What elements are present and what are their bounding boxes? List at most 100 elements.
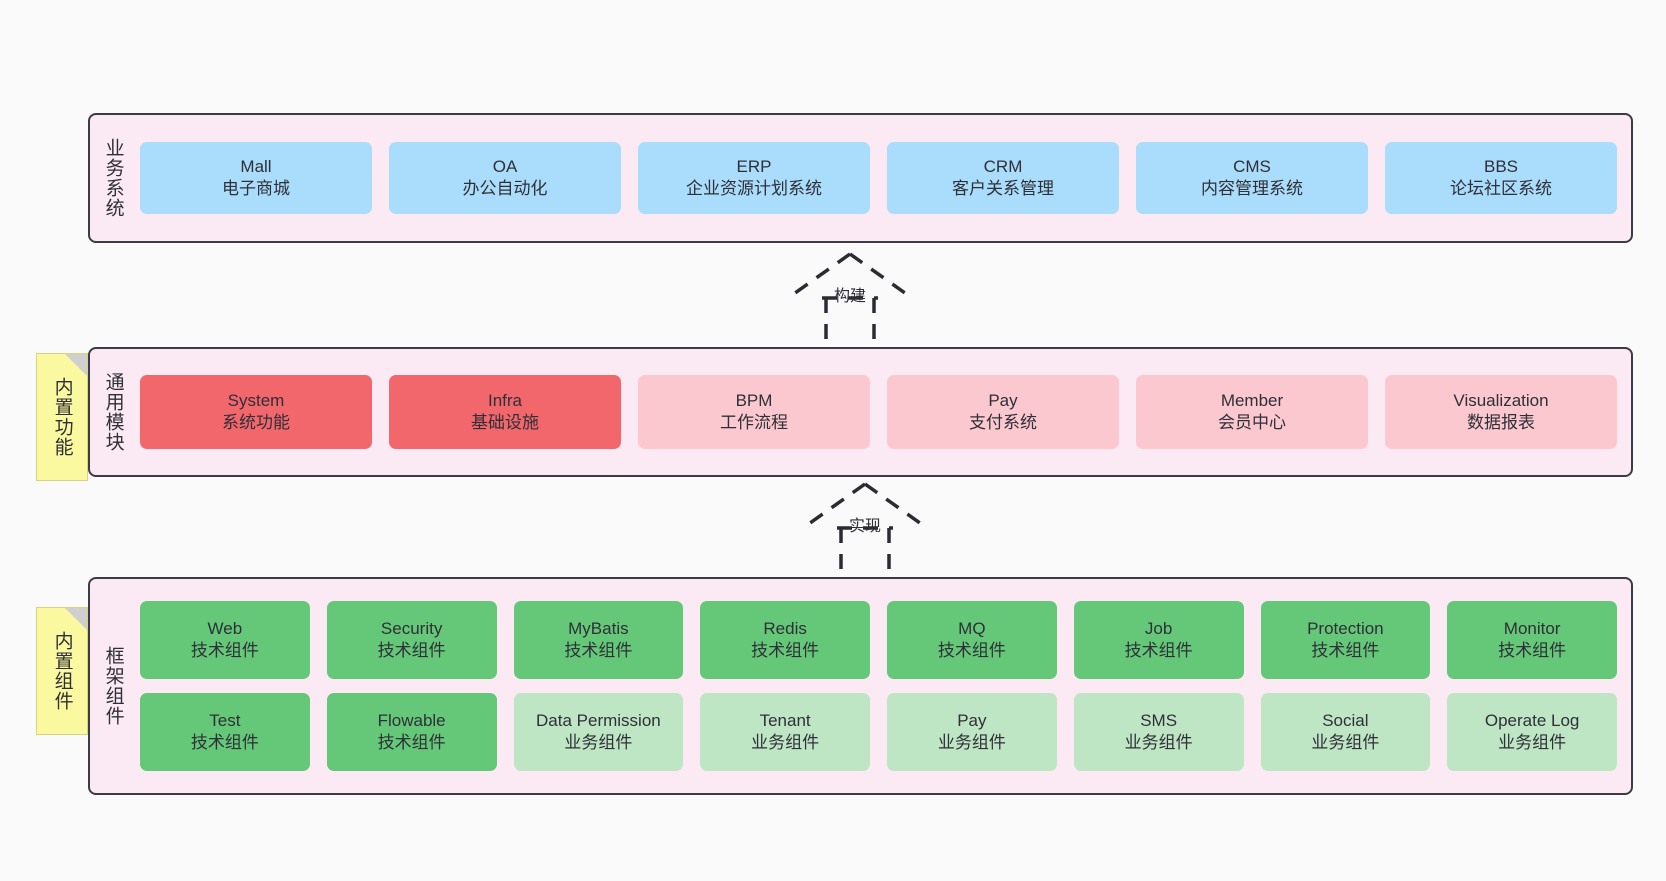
card-title: Test [209, 711, 241, 731]
card-monitor[interactable]: Monitor 技术组件 [1447, 601, 1617, 679]
card-sms[interactable]: SMS 业务组件 [1073, 693, 1244, 771]
card-subtitle: 技术组件 [1498, 641, 1567, 660]
arrow-head-lines [801, 482, 929, 530]
card-bbs[interactable]: BBS 论坛社区系统 [1385, 142, 1617, 214]
card-title: Social [1322, 711, 1369, 731]
card-mybatis[interactable]: MyBatis 技术组件 [513, 601, 684, 679]
card-title: Infra [487, 391, 523, 411]
card-title: Web [207, 619, 243, 639]
layer-body-framework-component: Web 技术组件 Security 技术组件 MyBatis 技术组件 Redi… [136, 579, 1631, 793]
card-subtitle: 系统功能 [222, 413, 290, 432]
card-subtitle: 技术组件 [1124, 641, 1193, 660]
card-title: BBS [1483, 157, 1519, 177]
card-subtitle: 技术组件 [190, 641, 259, 660]
card-title: Operate Log [1484, 711, 1580, 731]
card-subtitle: 基础设施 [471, 413, 539, 432]
card-social[interactable]: Social 业务组件 [1260, 693, 1431, 771]
card-subtitle: 会员中心 [1218, 413, 1286, 432]
card-subtitle: 技术组件 [377, 641, 446, 660]
card-member[interactable]: Member 会员中心 [1136, 375, 1368, 449]
layer-body-business-system: Mall 电子商城 OA 办公自动化 ERP 企业资源计划系统 CRM 客户关系… [136, 115, 1631, 241]
card-visualization[interactable]: Visualization 数据报表 [1385, 375, 1617, 449]
card-title: Tenant [759, 711, 811, 731]
card-pay-business[interactable]: Pay 业务组件 [887, 693, 1057, 771]
card-subtitle: 业务组件 [751, 733, 820, 752]
card-subtitle: 办公自动化 [462, 179, 548, 198]
card-subtitle: 数据报表 [1467, 413, 1535, 432]
card-title: Pay [957, 711, 987, 731]
card-title: CMS [1233, 157, 1271, 177]
note-label: 内置组件 [51, 631, 73, 711]
card-subtitle: 工作流程 [720, 413, 788, 432]
card-title: CRM [983, 157, 1023, 177]
card-security[interactable]: Security 技术组件 [326, 601, 497, 679]
card-title: MQ [958, 619, 986, 639]
card-job[interactable]: Job 技术组件 [1073, 601, 1244, 679]
card-protection[interactable]: Protection 技术组件 [1260, 601, 1431, 679]
card-title: Redis [763, 619, 807, 639]
card-row: System 系统功能 Infra 基础设施 BPM 工作流程 Pay 支付系统… [140, 375, 1617, 449]
card-subtitle: 技术组件 [751, 641, 820, 660]
card-subtitle: 技术组件 [564, 641, 633, 660]
card-title: Monitor [1503, 619, 1561, 639]
arrow-shaft [824, 298, 876, 348]
card-title: Pay [988, 391, 1018, 411]
card-subtitle: 支付系统 [969, 413, 1037, 432]
card-title: Protection [1307, 619, 1384, 639]
arrow-shaft [839, 528, 891, 578]
card-mq[interactable]: MQ 技术组件 [887, 601, 1057, 679]
card-subtitle: 客户关系管理 [952, 179, 1054, 198]
card-title: ERP [736, 157, 772, 177]
card-title: System [227, 391, 285, 411]
card-subtitle: 业务组件 [1311, 733, 1380, 752]
layer-title-business-system: 业务系统 [102, 138, 124, 218]
card-subtitle: 企业资源计划系统 [686, 179, 822, 198]
card-infra[interactable]: Infra 基础设施 [389, 375, 621, 449]
layer-common-module: 通用模块 System 系统功能 Infra 基础设施 BPM 工作流程 Pay… [88, 347, 1633, 477]
card-mall[interactable]: Mall 电子商城 [140, 142, 372, 214]
card-pay[interactable]: Pay 支付系统 [887, 375, 1119, 449]
note-built-in-functions: 内置功能 [36, 353, 88, 481]
card-subtitle: 业务组件 [1124, 733, 1193, 752]
card-title: Security [380, 619, 443, 639]
card-subtitle: 论坛社区系统 [1450, 179, 1552, 198]
connector-build: 构建 [760, 248, 940, 352]
card-subtitle: 业务组件 [1498, 733, 1567, 752]
layer-title-framework-component: 框架组件 [102, 646, 124, 726]
card-flowable[interactable]: Flowable 技术组件 [326, 693, 497, 771]
card-tenant[interactable]: Tenant 业务组件 [700, 693, 870, 771]
card-title: Flowable [377, 711, 446, 731]
card-title: MyBatis [568, 619, 629, 639]
card-title: Member [1220, 391, 1284, 411]
card-data-permission[interactable]: Data Permission 业务组件 [513, 693, 684, 771]
card-subtitle: 内容管理系统 [1201, 179, 1303, 198]
card-title: Data Permission [536, 711, 661, 731]
card-oa[interactable]: OA 办公自动化 [389, 142, 621, 214]
card-subtitle: 技术组件 [1311, 641, 1380, 660]
connector-label-build: 构建 [833, 288, 867, 305]
card-row: Mall 电子商城 OA 办公自动化 ERP 企业资源计划系统 CRM 客户关系… [140, 142, 1617, 214]
card-redis[interactable]: Redis 技术组件 [700, 601, 870, 679]
card-web[interactable]: Web 技术组件 [140, 601, 310, 679]
card-title: SMS [1140, 711, 1178, 731]
card-bpm[interactable]: BPM 工作流程 [638, 375, 870, 449]
card-test[interactable]: Test 技术组件 [140, 693, 310, 771]
arrow-head-lines [786, 252, 914, 300]
card-system[interactable]: System 系统功能 [140, 375, 372, 449]
card-subtitle: 技术组件 [377, 733, 446, 752]
layer-business-system: 业务系统 Mall 电子商城 OA 办公自动化 ERP 企业资源计划系统 CRM… [88, 113, 1633, 243]
note-built-in-components: 内置组件 [36, 607, 88, 735]
connector-label-implement: 实现 [848, 518, 882, 535]
card-erp[interactable]: ERP 企业资源计划系统 [638, 142, 870, 214]
card-title: Visualization [1453, 391, 1549, 411]
card-subtitle: 业务组件 [564, 733, 633, 752]
card-subtitle: 业务组件 [937, 733, 1006, 752]
card-operate-log[interactable]: Operate Log 业务组件 [1447, 693, 1617, 771]
card-crm[interactable]: CRM 客户关系管理 [887, 142, 1119, 214]
card-title: Mall [240, 157, 272, 177]
connector-implement: 实现 [775, 478, 955, 582]
note-label: 内置功能 [51, 377, 73, 457]
card-cms[interactable]: CMS 内容管理系统 [1136, 142, 1368, 214]
card-row: Test 技术组件 Flowable 技术组件 Data Permission … [140, 693, 1617, 771]
